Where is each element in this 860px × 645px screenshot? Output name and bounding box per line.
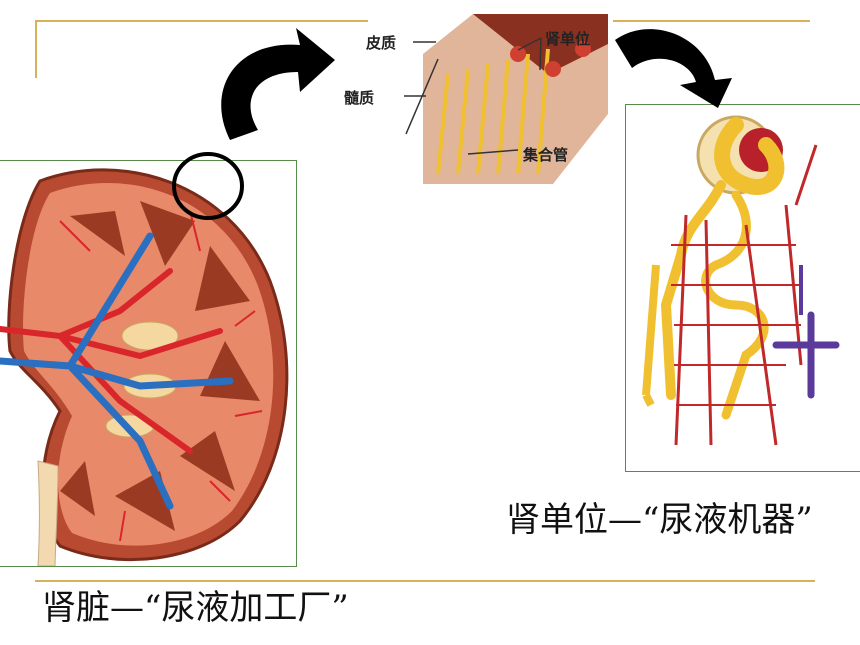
decorative-left-rule [35,20,37,78]
label-cortex: 皮质 [366,34,397,52]
caption-nephron: 肾单位—“尿液机器” [506,500,813,540]
label-nephron: 肾单位 [545,30,591,48]
kidney-illustration [0,168,289,566]
label-medulla: 髓质 [344,89,375,107]
kidney-section-diagram [404,14,608,184]
decorative-bottom-rule [35,580,815,582]
kidney-section-illustration [368,14,613,184]
caption-kidney: 肾脏—“尿液加工厂” [42,588,349,628]
nephron-illustration-panel [625,104,860,472]
curved-arrow-left-icon [221,28,335,140]
kidney-illustration-panel [0,160,297,567]
curved-arrow-right-icon [615,29,732,109]
label-collecting-duct: 集合管 [523,146,569,164]
nephron-illustration [642,115,840,446]
